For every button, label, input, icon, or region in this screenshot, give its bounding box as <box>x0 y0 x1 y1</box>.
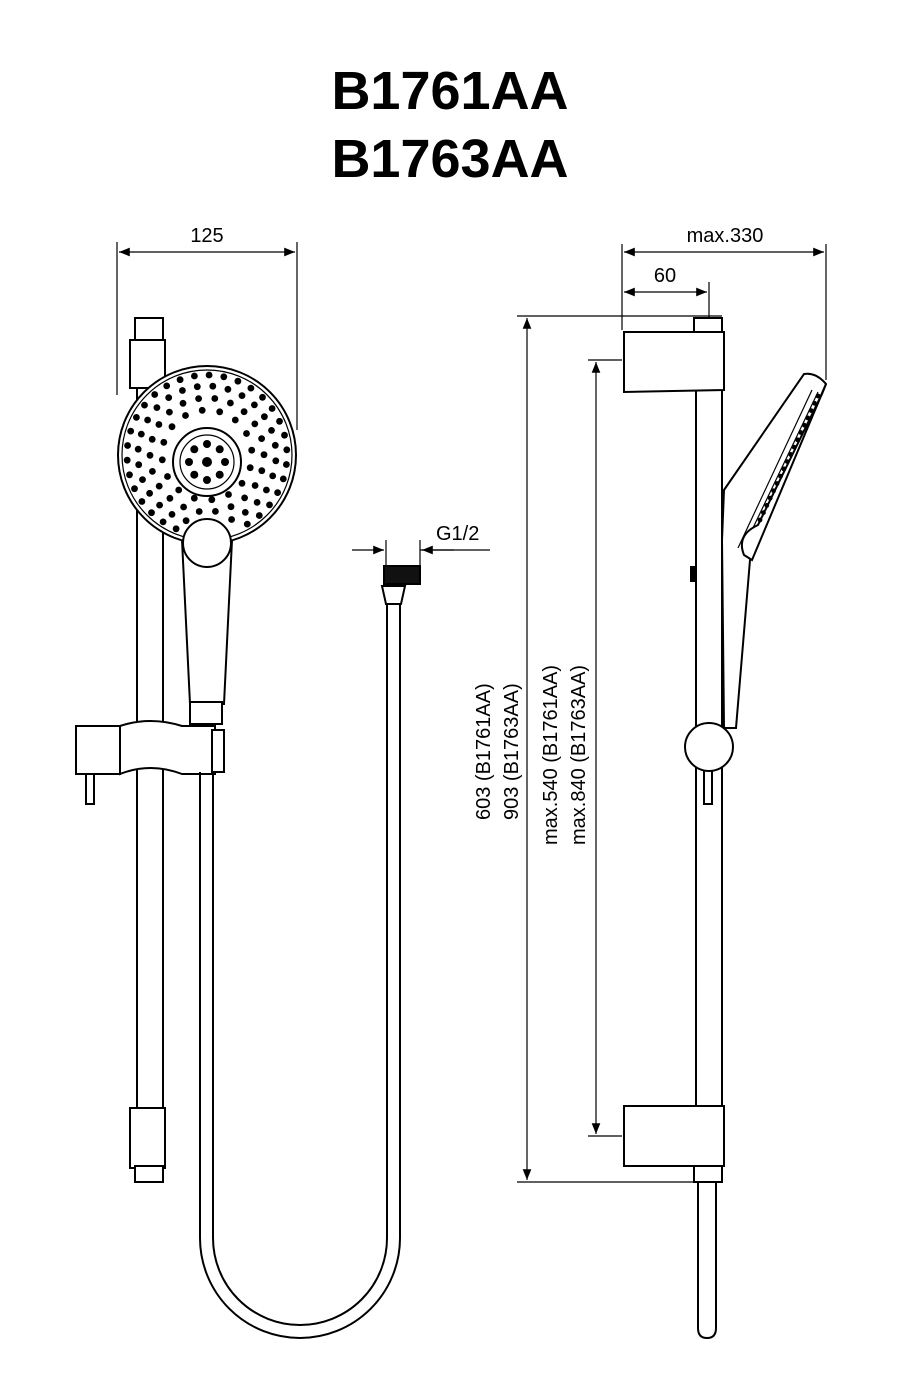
front-hose <box>199 565 421 1339</box>
front-shower-head <box>117 365 297 568</box>
model-title-1: B1761AA <box>331 61 569 121</box>
side-rail <box>623 317 725 1340</box>
front-slider <box>75 720 225 805</box>
dim-depth: max.330 60 <box>621 225 827 380</box>
dim-label-603: 603 (B1761AA) <box>473 683 495 820</box>
side-view: max.330 60 603 (B1761AA) 903 (B1763AA) m… <box>473 225 828 1340</box>
dim-total-length: 603 (B1761AA) 903 (B1763AA) <box>473 315 722 1183</box>
side-slider <box>684 722 734 805</box>
front-view: 125 <box>75 225 490 1339</box>
front-handle <box>180 539 234 725</box>
dim-label-125: 125 <box>190 225 223 247</box>
dim-adjust-length: max.540 (B1761AA) max.840 (B1763AA) <box>540 359 622 1137</box>
dim-label-g12: G1/2 <box>436 523 479 545</box>
dim-label-max330: max.330 <box>687 225 764 247</box>
dim-label-60: 60 <box>654 265 676 287</box>
dim-label-max540: max.540 (B1761AA) <box>540 665 562 845</box>
dim-label-max840: max.840 (B1763AA) <box>568 665 590 845</box>
model-title-2: B1763AA <box>331 129 569 189</box>
dim-hose-thread: G1/2 <box>352 523 490 566</box>
dim-label-903: 903 (B1763AA) <box>501 683 523 820</box>
dim-width-front: 125 <box>116 225 298 430</box>
side-shower-head <box>720 372 828 729</box>
